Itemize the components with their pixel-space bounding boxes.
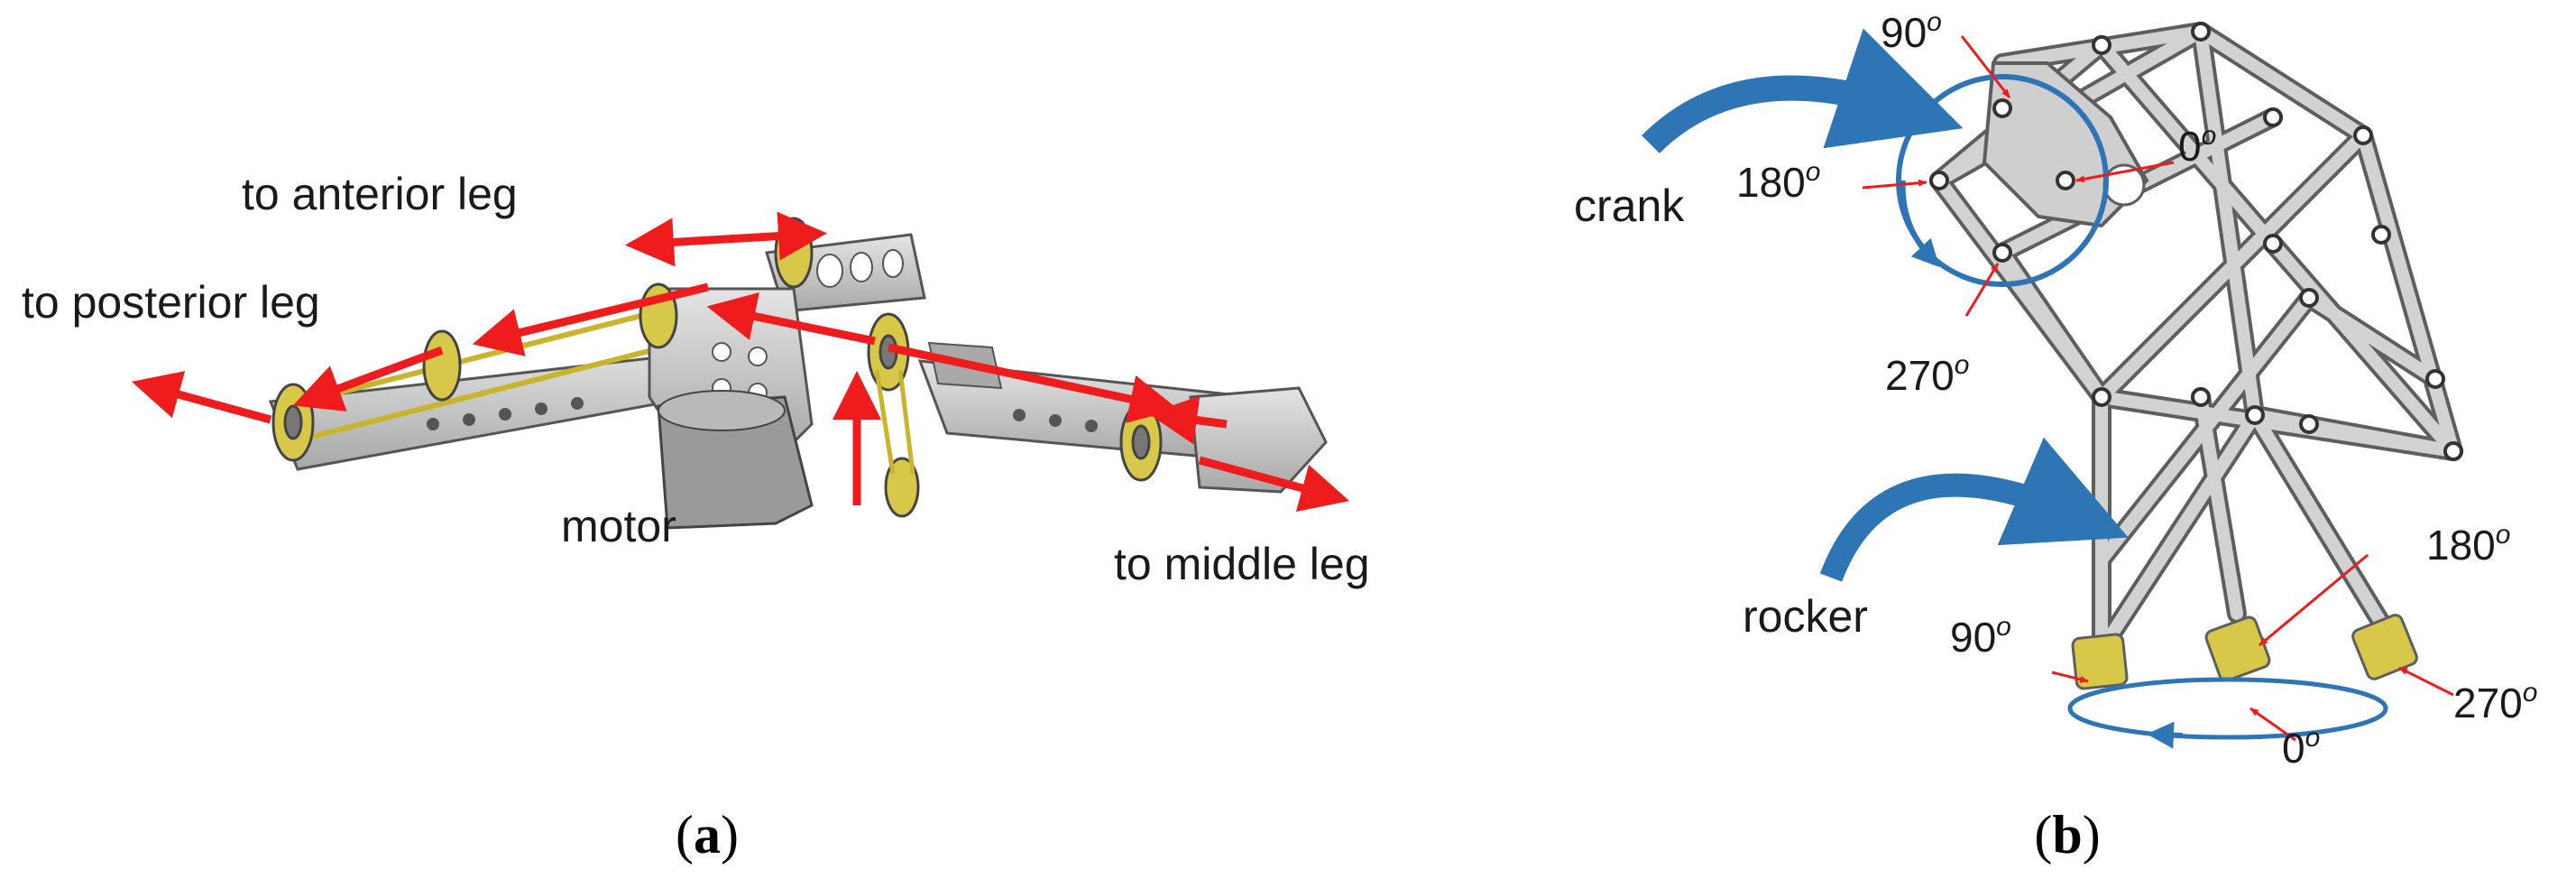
- label-to-anterior-leg: to anterior leg: [242, 169, 518, 219]
- label-crank: crank: [1574, 180, 1685, 231]
- motor-cap: [658, 390, 786, 431]
- label-to-middle-leg: to middle leg: [1114, 539, 1370, 589]
- crank-circle: [1896, 74, 2109, 287]
- rocker-curved-arrow: [1819, 437, 2129, 582]
- crank-curved-arrow: [1642, 28, 1964, 154]
- panel-a-mechanism: [268, 217, 1328, 530]
- foot-left: [2071, 633, 2129, 690]
- foot-angle-180: 180o: [2426, 520, 2510, 569]
- posterior-bar-holes: [427, 397, 584, 430]
- arrow-middle-out: [1198, 456, 1350, 512]
- arrow-shaft: [706, 292, 876, 346]
- foot-trajectory: [2067, 677, 2388, 740]
- arrow-posterior-long: [472, 282, 710, 356]
- crank-rotation-arrow: [1900, 180, 1940, 267]
- force-arrows: [131, 211, 1350, 512]
- crank-trajectory: [1642, 28, 2388, 749]
- label-motor: motor: [561, 501, 676, 551]
- linkage-struts-fill: [1933, 25, 2460, 656]
- label-to-posterior-leg: to posterior leg: [22, 277, 320, 328]
- arrow-posterior-short: [292, 346, 444, 412]
- foot-angle-90: 90o: [1950, 612, 2011, 661]
- arrow-middle-left: [1148, 395, 1228, 445]
- arrow-posterior-out: [131, 371, 272, 424]
- foot-middle: [2204, 615, 2271, 682]
- angle-pointers: [1862, 35, 2454, 742]
- label-rocker: rocker: [1743, 591, 1868, 642]
- feet: [2071, 614, 2418, 690]
- crank-angle-0: 0o: [2178, 121, 2216, 170]
- foot-angle-0: 0o: [2282, 723, 2320, 772]
- foot-angle-270: 270o: [2453, 678, 2537, 726]
- crank-angle-270: 270o: [1885, 350, 1969, 399]
- crank-angle-90: 90o: [1881, 7, 1942, 56]
- foot-right: [2351, 614, 2418, 680]
- posterior-belt: [292, 309, 664, 443]
- caption-a: (a): [676, 805, 739, 865]
- crank-angle-180: 180o: [1736, 157, 1820, 206]
- panel-b-linkage: [1929, 22, 2463, 690]
- caption-b: (b): [2034, 805, 2100, 865]
- arrow-anterior: [625, 211, 827, 267]
- arrow-middle: [888, 343, 1179, 423]
- linkage-joints: [1929, 22, 2463, 461]
